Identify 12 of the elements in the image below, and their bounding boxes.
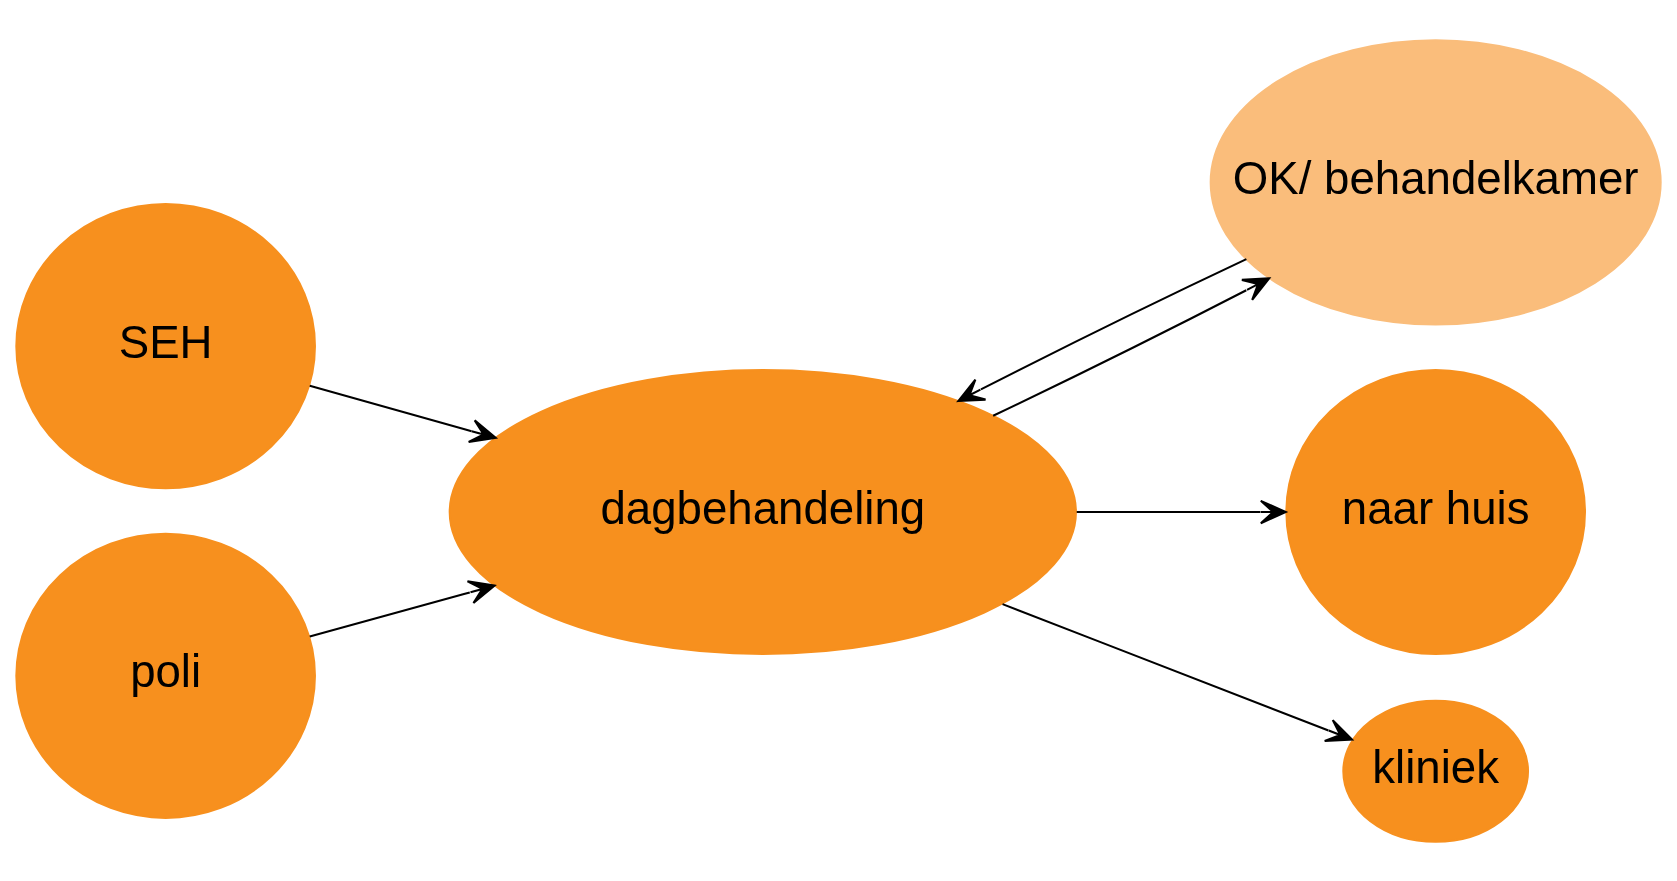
arrow — [957, 257, 1247, 402]
arrow — [1002, 602, 1353, 742]
arrow — [309, 384, 497, 443]
node-ellipse: kliniek — [1342, 699, 1530, 843]
node-ellipse: OK/ behandelkamer — [1209, 38, 1662, 325]
node-circle: poli — [15, 532, 316, 819]
arrow — [309, 579, 496, 638]
arrow — [1076, 499, 1287, 524]
node-ellipse: dagbehandeling — [448, 368, 1077, 655]
node-circle: naar huis — [1285, 368, 1586, 655]
arrow — [992, 276, 1271, 417]
node-circle: SEH — [15, 202, 316, 489]
